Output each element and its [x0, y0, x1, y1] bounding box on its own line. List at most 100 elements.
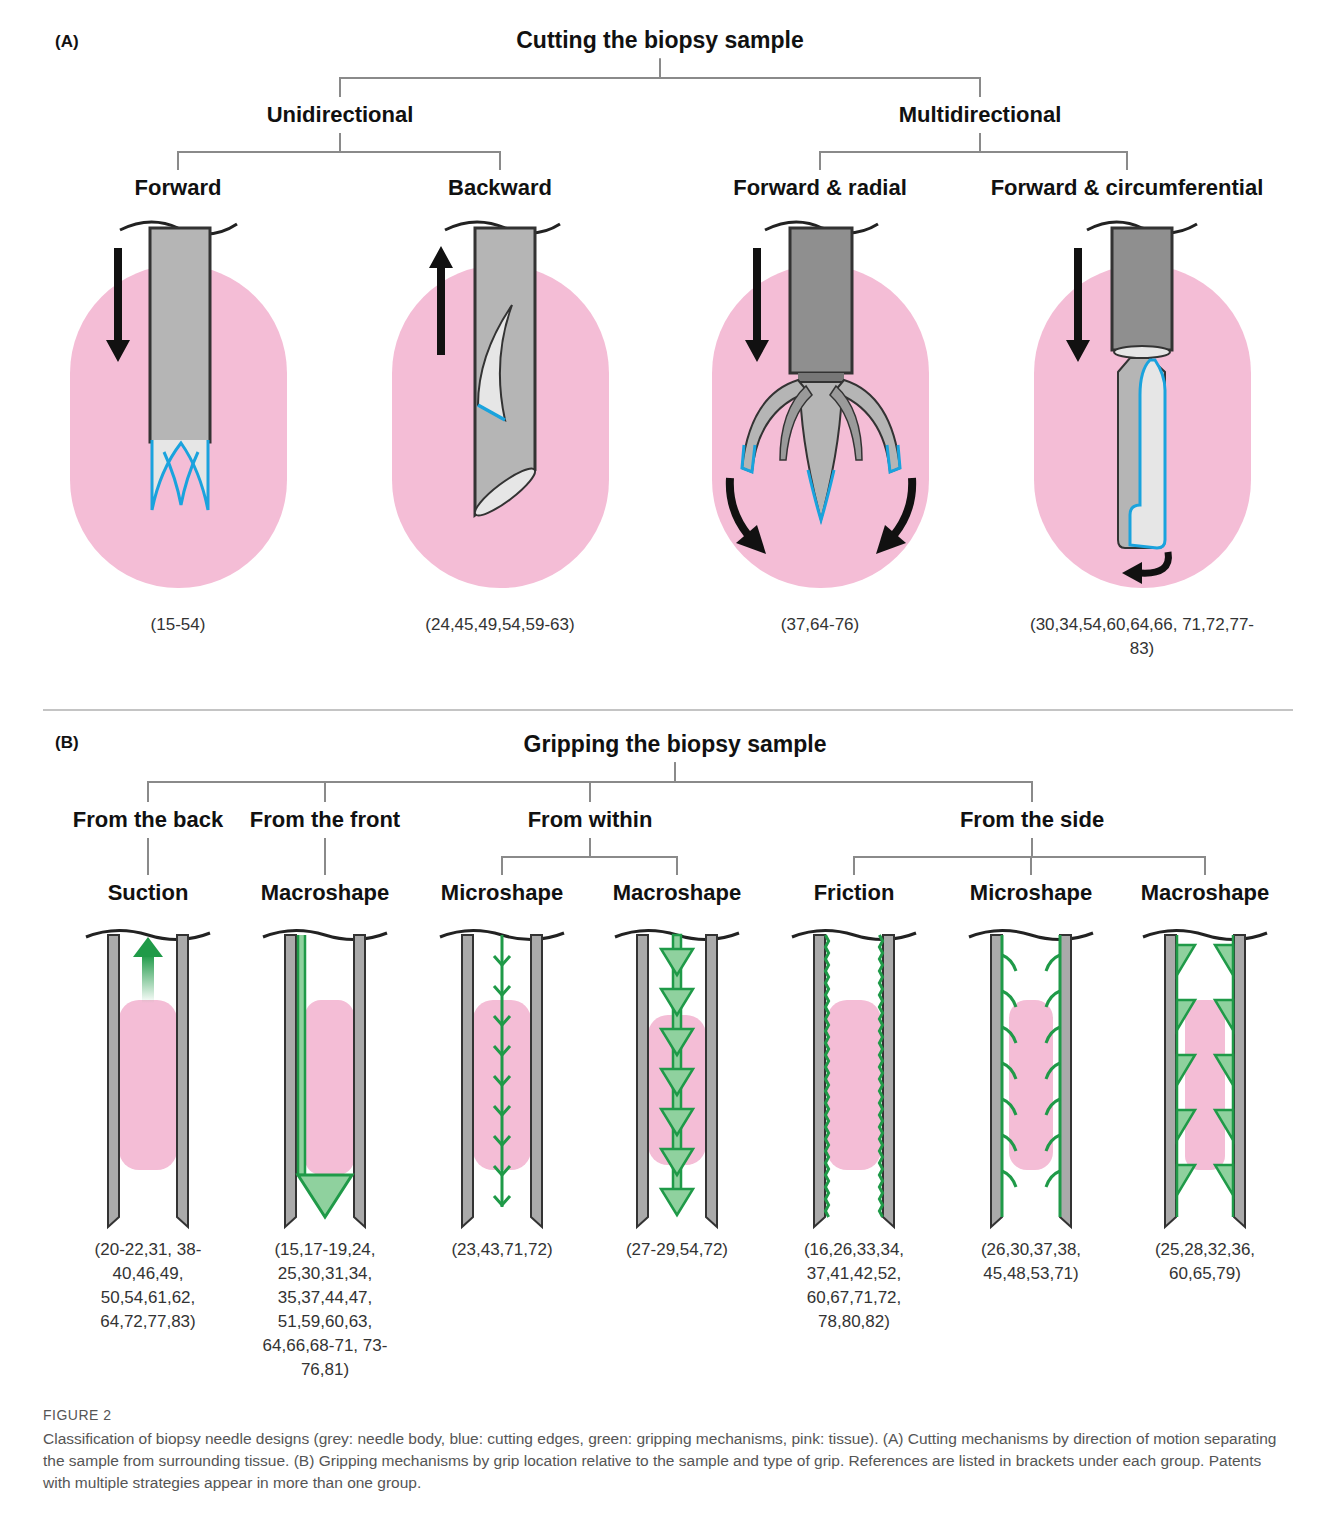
- heading-text: From the side: [960, 807, 1104, 833]
- suction-needle-part: [86, 930, 210, 1227]
- front-macroshape-needle-part: [263, 930, 387, 1227]
- side-macroshape-needle-part-part: [1177, 1165, 1195, 1195]
- circumferential-needle-part: [1118, 358, 1165, 548]
- heading-text: Gripping the biopsy sample: [524, 731, 827, 758]
- circumferential-needle-part: [1122, 562, 1142, 584]
- within-microshape-needle-part-part: [494, 1106, 510, 1115]
- radial-needle: [730, 222, 912, 554]
- tree-heading: From the side: [956, 805, 1108, 835]
- reference-list: (23,43,71,72): [422, 1238, 582, 1262]
- tree-bracket: [854, 838, 1032, 875]
- radial-needle-part: [790, 228, 852, 373]
- heading-text: Unidirectional: [267, 102, 414, 128]
- side-microshape-needle-part-part: [1002, 991, 1016, 1007]
- heading-text: From the front: [250, 807, 400, 833]
- radial-needle-part: [876, 525, 906, 554]
- side-macroshape-needle-part-part: [1215, 1000, 1233, 1030]
- heading-text: From within: [528, 807, 653, 833]
- within-microshape-needle-part: [440, 930, 564, 1227]
- divider-line: [43, 709, 1293, 711]
- tree-heading: Gripping the biopsy sample: [520, 729, 831, 760]
- tree-heading: Unidirectional: [263, 100, 418, 130]
- front-macroshape-needle-part: [298, 1175, 352, 1217]
- radial-needle-part: [887, 445, 900, 472]
- within-macroshape-needle-part: [661, 935, 693, 1215]
- within-macroshape-needle: [615, 930, 739, 1227]
- within-microshape-needle-part-part: [494, 1166, 510, 1175]
- side-microshape-needle-part-part: [1046, 1135, 1060, 1151]
- side-microshape-needle-part-part: [1002, 1171, 1016, 1187]
- motion-arrow-part: [745, 248, 769, 362]
- radial-needle-part: [800, 382, 842, 520]
- side-microshape-needle-part: [1002, 935, 1060, 1217]
- tree-heading: Macroshape: [257, 878, 393, 908]
- side-microshape-needle-part-part: [1002, 955, 1016, 971]
- tree-heading: Cutting the biopsy sample: [512, 25, 808, 56]
- side-macroshape-needle-part-part: [1215, 1110, 1233, 1140]
- side-microshape-needle-part-part: [1046, 991, 1060, 1007]
- heading-text: Forward & circumferential: [991, 175, 1264, 201]
- side-microshape-needle-part-part: [1046, 1171, 1060, 1187]
- heading-text: Friction: [814, 880, 895, 906]
- radial-needle-part: [798, 373, 844, 381]
- side-friction-needle-part: [827, 1000, 881, 1170]
- side-macroshape-needle-part: [1143, 930, 1267, 1227]
- suction-needle: [86, 930, 210, 1227]
- tree-heading: Microshape: [437, 878, 567, 908]
- within-microshape-needle-part-part: [494, 1046, 510, 1055]
- reference-list: (26,30,37,38, 45,48,53,71): [961, 1238, 1101, 1286]
- tree-bracket: [675, 763, 1032, 803]
- within-macroshape-needle-part-part: [661, 989, 693, 1015]
- within-macroshape-needle-part: [615, 930, 739, 1227]
- reference-list: (25,28,32,36, 60,65,79): [1135, 1238, 1275, 1286]
- side-microshape-needle-part-part: [1002, 1135, 1016, 1151]
- backward-needle: [445, 222, 560, 521]
- side-microshape-needle-part-part: [1002, 1027, 1016, 1043]
- radial-needle-part: [736, 525, 766, 554]
- side-microshape-needle-part-part: [1002, 1099, 1016, 1115]
- radial-needle-part: [730, 478, 748, 535]
- tree-bracket: [660, 59, 980, 98]
- tree-heading: Forward & circumferential: [987, 173, 1268, 203]
- within-microshape-needle-part: [473, 1000, 531, 1170]
- reference-list: (24,45,49,54,59-63): [370, 613, 630, 637]
- side-microshape-needle-part-part: [1001, 935, 1004, 1217]
- within-microshape-needle-part-part: [494, 956, 510, 965]
- within-macroshape-needle-part-part: [661, 1029, 693, 1055]
- backward-needle-part: [478, 405, 505, 420]
- tree-heading: Friction: [810, 878, 899, 908]
- figure-caption: Classification of biopsy needle designs …: [43, 1428, 1293, 1494]
- within-microshape-needle-part: [494, 935, 510, 1207]
- radial-needle-part: [780, 386, 812, 460]
- side-microshape-needle-part-part: [1046, 1099, 1060, 1115]
- tree-heading: From within: [524, 805, 657, 835]
- backward-needle-part: [470, 463, 540, 522]
- side-macroshape-needle-part: [1185, 1000, 1225, 1170]
- tree-bracket: [147, 838, 149, 875]
- reference-list: (37,64-76): [720, 613, 920, 637]
- circumferential-needle-part: [1130, 360, 1165, 548]
- side-microshape-needle-part-part: [1002, 1063, 1016, 1079]
- heading-text: Multidirectional: [899, 102, 1062, 128]
- within-microshape-needle: [440, 930, 564, 1227]
- side-microshape-needle-part-part: [1046, 1027, 1060, 1043]
- motion-arrow-part: [106, 248, 130, 362]
- side-macroshape-needle: [1143, 930, 1267, 1227]
- within-microshape-needle-part-part: [494, 1136, 510, 1145]
- tree-heading: Macroshape: [1137, 878, 1273, 908]
- within-macroshape-needle-part-part: [661, 1069, 693, 1095]
- heading-text: Macroshape: [261, 880, 389, 906]
- within-microshape-needle-part-part: [494, 1016, 510, 1025]
- within-macroshape-needle-part-part: [661, 1189, 693, 1215]
- radial-needle-part: [808, 470, 834, 520]
- front-macroshape-needle-part: [305, 1000, 354, 1175]
- heading-text: Suction: [108, 880, 189, 906]
- front-macroshape-needle-part: [298, 935, 305, 1175]
- forward-needle-part: [150, 228, 210, 442]
- figure-number: FIGURE 2: [43, 1403, 243, 1427]
- side-microshape-needle-part-part: [1046, 955, 1060, 971]
- tree-heading: Forward: [131, 173, 226, 203]
- tree-bracket: [590, 763, 675, 803]
- heading-text: Forward: [135, 175, 222, 201]
